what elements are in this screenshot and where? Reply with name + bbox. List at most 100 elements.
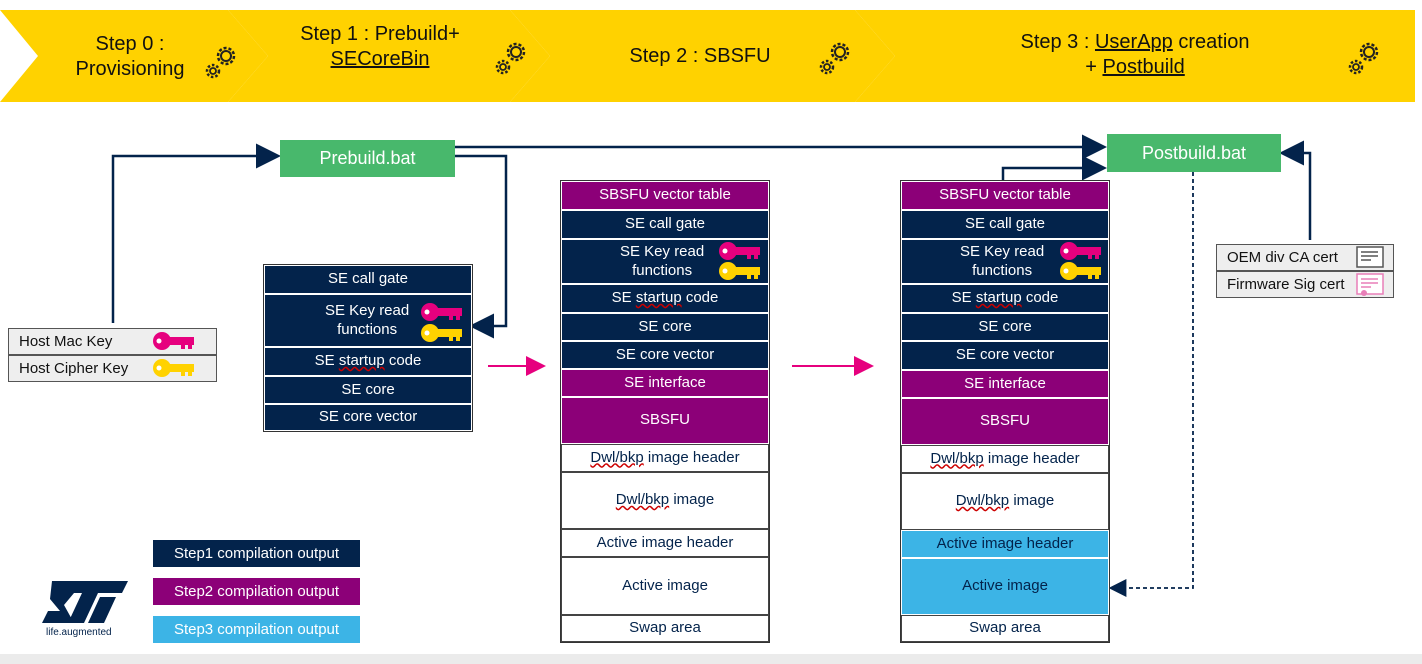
label: SBSFU (639, 411, 690, 429)
step3-title-userapp: UserApp (1094, 31, 1173, 53)
label: SE core (638, 317, 692, 335)
label: SE core vector (615, 345, 715, 363)
certs-to-postbuild-arrow (1279, 140, 1312, 240)
bottom-bar (0, 654, 1422, 664)
legend-step1: Step1 compilation output (152, 539, 361, 568)
step3-se-core: SE core (901, 313, 1109, 341)
step2-sbsfu: SBSFU (561, 397, 769, 444)
certificate-icon (1356, 273, 1384, 296)
step3-dwl-image: Dwl/bkp image (901, 473, 1109, 530)
step3-se-startup-code: SE startup code (901, 284, 1109, 313)
label: SBSFU (979, 412, 1030, 430)
step1-se-startup-code: SE startup code (264, 347, 472, 376)
step3-chevron (855, 10, 1415, 102)
label: Swap area (629, 619, 701, 637)
step1-se-call-gate: SE call gate (264, 265, 472, 294)
step3-swap-area: Swap area (901, 615, 1109, 642)
step0-title: Step 0 : (95, 32, 165, 55)
label: SE startup code (611, 289, 719, 307)
step3-sub-postbuild: Postbuild (1102, 56, 1185, 78)
step2-se-core-vector: SE core vector (561, 341, 769, 369)
step2-label: Step 2 : SBSFU (600, 10, 800, 103)
label: SBSFU vector table (599, 186, 731, 204)
step3-dwl-header: Dwl/bkp image header (901, 445, 1109, 473)
firmware-sig-cert-label: Firmware Sig cert (1227, 276, 1345, 293)
postbuild-to-active-image-arrow (1108, 172, 1194, 597)
label: Active image header (936, 534, 1074, 552)
label: Active image header (596, 533, 734, 551)
stack-to-postbuild-arrow (1001, 155, 1107, 181)
legend-step3: Step3 compilation output (152, 615, 361, 644)
host-cipher-key-label: Host Cipher Key (19, 360, 129, 377)
step2-dwl-image: Dwl/bkp image (561, 472, 769, 529)
step1-title: Step 1 : Prebuild+ (300, 23, 460, 45)
label: SE startup code (314, 352, 422, 370)
step2-se-core: SE core (561, 313, 769, 341)
key-icon (153, 332, 194, 350)
key-icon (719, 262, 760, 280)
logo-tagline: life.augmented (46, 627, 112, 638)
step0-label: Step 0 :Provisioning (55, 10, 205, 103)
label: Step2 compilation output (173, 583, 340, 600)
step1-chevron (228, 10, 550, 102)
host-to-prebuild-arrow (111, 143, 281, 323)
key-icon (153, 359, 194, 377)
label: Active image (962, 577, 1048, 595)
step2-stack (560, 180, 770, 643)
step2-swap-area: Swap area (561, 615, 769, 642)
step1-stack (263, 264, 473, 432)
label: Dwl/bkp image (615, 491, 715, 509)
prebuild-to-keys-arrow (455, 154, 508, 339)
label: Dwl/bkp image (955, 492, 1055, 510)
step1-se-core-vector: SE core vector (264, 404, 472, 431)
step2-active-header: Active image header (561, 529, 769, 557)
label: Dwl/bkp image header (590, 448, 740, 466)
key-icon (1060, 242, 1101, 260)
label: Step1 compilation output (173, 545, 340, 562)
label: SE call gate (964, 215, 1046, 233)
step3-se-call-gate: SE call gate (901, 210, 1109, 239)
step3-sbsfu-vector-table: SBSFU vector table (901, 181, 1109, 210)
step1-subtitle: SECoreBin (330, 48, 430, 70)
step3-se-interface: SE interface (901, 370, 1109, 398)
step3-label: Step 3 : UserApp creation + Postbuild (960, 10, 1310, 103)
step2-sbsfu-vector-table: SBSFU vector table (561, 181, 769, 210)
legend-step2: Step2 compilation output (152, 577, 361, 606)
step3-title-c: creation (1172, 31, 1250, 53)
label: Step3 compilation output (173, 621, 340, 638)
step2-se-startup-code: SE startup code (561, 284, 769, 313)
step2-chevron (510, 10, 895, 102)
label: SE interface (964, 374, 1046, 392)
step3-active-header: Active image header (901, 530, 1109, 558)
label: SE call gate (624, 215, 706, 233)
step2-se-interface: SE interface (561, 369, 769, 397)
key-icon (421, 324, 462, 342)
step3-sub-a: + (1085, 56, 1103, 78)
step0-chevron (0, 10, 268, 102)
step2-dwl-header: Dwl/bkp image header (561, 444, 769, 472)
oem-cert-label: OEM div CA cert (1227, 249, 1338, 266)
step2-se-call-gate: SE call gate (561, 210, 769, 239)
step1-se-core: SE core (264, 376, 472, 404)
prebuild-label: Prebuild.bat (319, 148, 416, 168)
step1-label: Step 1 : Prebuild+ SECoreBin (280, 10, 480, 103)
postbuild-script: Postbuild.bat (1107, 134, 1281, 172)
key-icon (1060, 262, 1101, 280)
label: SE core (978, 317, 1032, 335)
label: SE core vector (318, 408, 418, 426)
step3-active-image: Active image (901, 558, 1109, 615)
step3-title-a: Step 3 : (1020, 31, 1095, 53)
step3-stack (900, 180, 1110, 643)
step3-sbsfu: SBSFU (901, 398, 1109, 445)
step-banner (0, 10, 1415, 102)
postbuild-label: Postbuild.bat (1141, 142, 1247, 163)
key-icon (719, 242, 760, 260)
host-mac-key-label: Host Mac Key (19, 333, 113, 350)
label: SE call gate (327, 270, 409, 288)
step2-active-image: Active image (561, 557, 769, 615)
